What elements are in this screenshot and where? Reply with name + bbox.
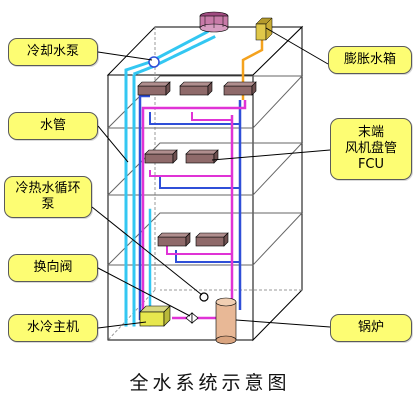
label-boiler: 锅炉: [357, 320, 384, 335]
leader-reversing-valve: [97, 267, 191, 317]
hidden-edge-corner: [107, 289, 156, 341]
label-fcu-line3: FCU: [357, 157, 385, 172]
cooling-tower: [199, 11, 229, 33]
hot-branch-floor3: [166, 245, 232, 255]
hot-riser-left: [141, 100, 247, 318]
leader-chiller: [97, 321, 147, 329]
label-cooling-pump: 冷却水泵: [26, 44, 79, 59]
cooling-supply-pipe: [124, 29, 210, 327]
fcu-floor3-b: [195, 232, 229, 247]
leader-boiler: [235, 319, 331, 328]
hot-branch-floor1: [191, 112, 232, 121]
callout-chiller: 水冷主机: [8, 314, 98, 342]
leader-circulation-pump: [91, 206, 203, 296]
label-fcu-line2: 风机盘管: [344, 141, 397, 156]
leader-lines: [91, 27, 331, 329]
chiller-unit: [139, 305, 171, 327]
label-circulation-pump-line1: 冷热水循环: [15, 181, 81, 196]
chilled-branch-floor3: [175, 250, 240, 263]
chilled-branch-floor2: [159, 176, 240, 189]
callout-water-pipe: 水管: [8, 112, 98, 140]
fcu-floor1-c: [223, 81, 257, 96]
leader-expansion-tank: [265, 27, 329, 65]
fcu-floor2-b: [185, 149, 219, 164]
label-expansion-tank: 膨胀水箱: [343, 52, 396, 67]
chilled-branch-floor1: [149, 112, 240, 125]
leader-cooling-pump: [97, 51, 153, 61]
label-fcu-line1: 末端: [357, 125, 384, 140]
callout-cooling-pump: 冷却水泵: [8, 38, 98, 66]
chilled-riser-left: [138, 94, 150, 320]
boiler-unit: [215, 297, 237, 345]
fcu-floor3-a: [157, 232, 191, 247]
expansion-tank: [255, 17, 273, 41]
label-water-pipe: 水管: [39, 118, 66, 133]
diagram-caption: 全水系统示意图: [129, 372, 291, 394]
cooling-pump-icon: [148, 56, 160, 68]
callout-circulation-pump: 冷热水循环 泵: [4, 176, 92, 218]
fcu-floor1-b: [179, 81, 213, 96]
side-face: [252, 25, 303, 342]
reversing-valve-icon: [185, 312, 199, 324]
fcu-floor2-a: [144, 149, 178, 164]
label-circulation-pump-line2: 泵: [41, 197, 55, 212]
label-chiller: 水冷主机: [26, 320, 79, 335]
callout-fcu: 末端 风机盘管 FCU: [330, 118, 412, 180]
hot-branch-floor2: [149, 170, 232, 177]
fcu-units: [137, 81, 257, 247]
leader-water-pipe: [97, 125, 129, 163]
cooling-return-pipe: [132, 34, 217, 327]
fcu-floor1-a: [137, 81, 171, 96]
callout-boiler: 锅炉: [330, 314, 412, 342]
hot-water-pipes: [141, 100, 247, 320]
callout-expansion-tank: 膨胀水箱: [328, 46, 412, 74]
label-reversing-valve: 换向阀: [33, 260, 73, 275]
callout-reversing-valve: 换向阀: [8, 254, 98, 282]
leader-fcu: [211, 149, 331, 161]
